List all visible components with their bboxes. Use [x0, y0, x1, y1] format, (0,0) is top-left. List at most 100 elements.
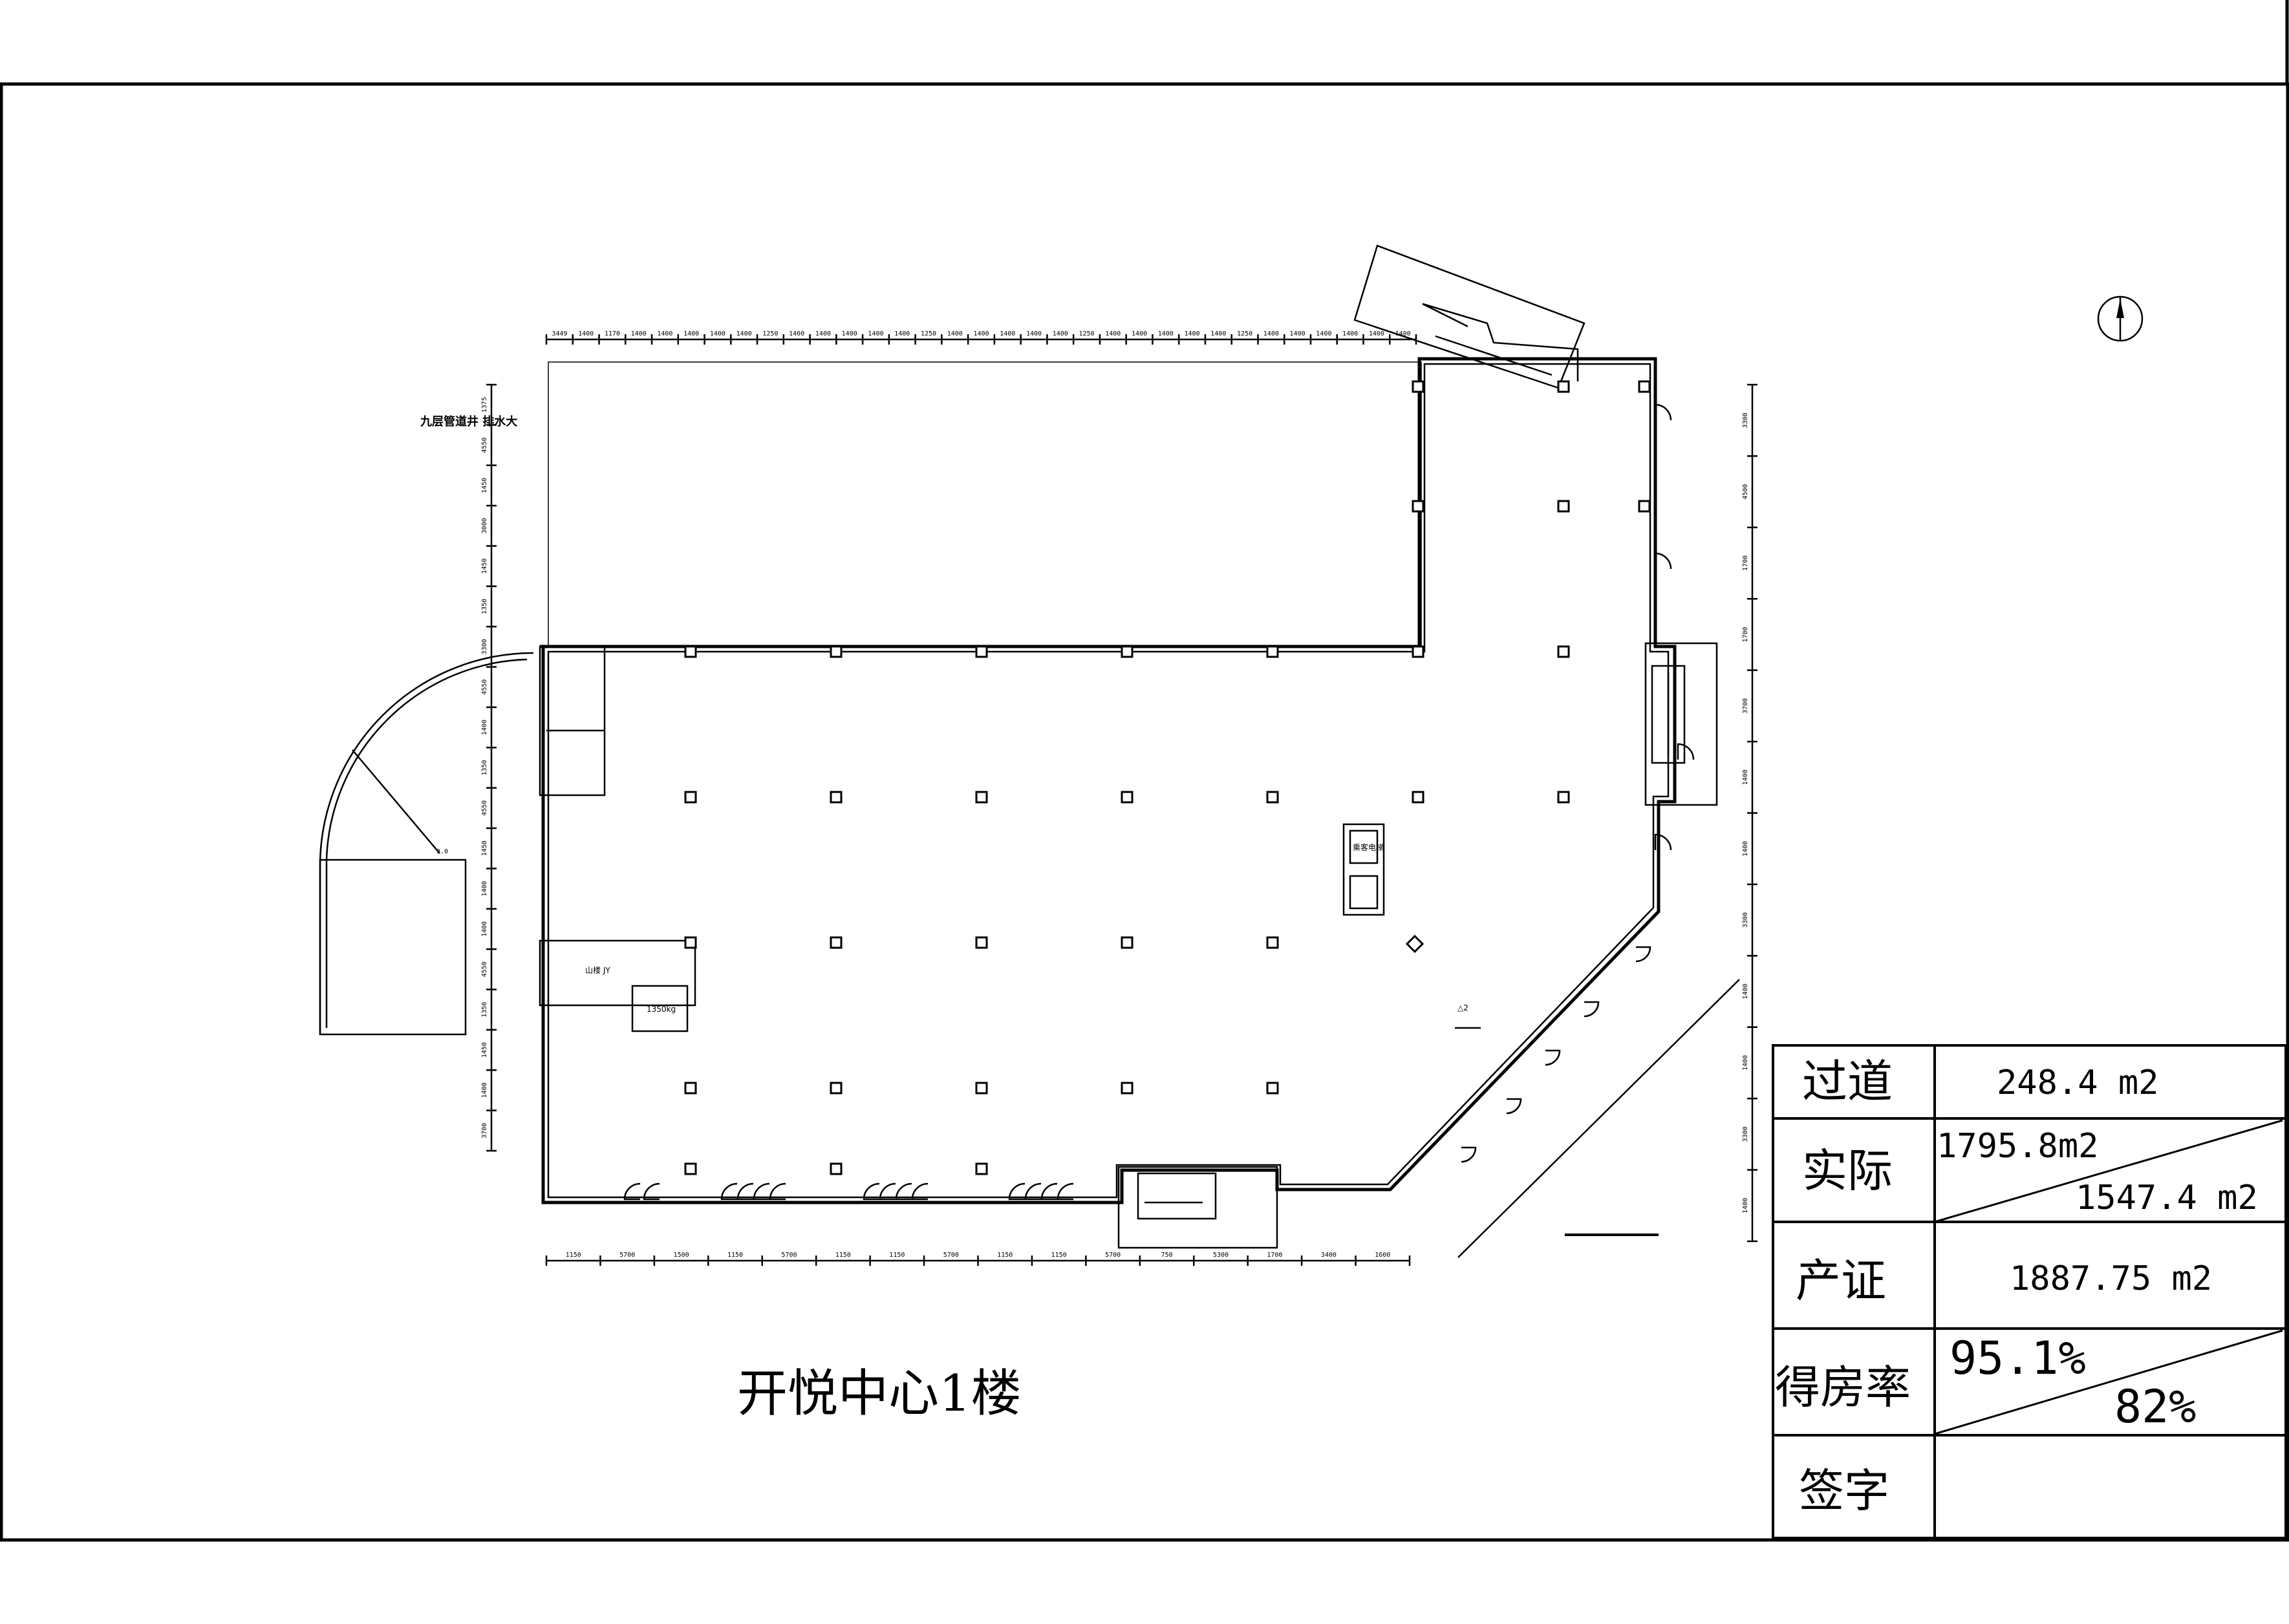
column: [1121, 1082, 1134, 1095]
door-swing: [879, 1182, 896, 1201]
door-swing: [1635, 946, 1651, 963]
dim-label: 5700: [943, 1252, 959, 1259]
angled-wing: [1353, 244, 1585, 389]
row-label-signature: 签字: [1799, 1464, 1889, 1517]
dim-label: 1400: [481, 1082, 488, 1098]
dim-label: 1375: [481, 397, 488, 412]
door-swing: [1057, 1182, 1074, 1201]
dim-label: 1400: [657, 330, 672, 337]
dim-label: 5700: [619, 1252, 635, 1259]
row-label-certificate: 产证: [1796, 1254, 1886, 1307]
column: [975, 791, 988, 804]
dim-label: 1150: [1051, 1252, 1067, 1259]
dim-label: 4550: [481, 438, 488, 453]
columns: [684, 380, 1651, 1175]
column: [684, 1082, 697, 1095]
dim-label: 5700: [781, 1252, 797, 1259]
dim-label: 1400: [1158, 330, 1174, 337]
diamond-marker: [1405, 934, 1424, 954]
column: [830, 1162, 843, 1175]
column: [1412, 791, 1424, 804]
door-swing: [1584, 1001, 1600, 1018]
column: [684, 1162, 697, 1175]
dim-label: 1400: [736, 330, 752, 337]
door-swing: [736, 1182, 754, 1201]
dim-label: 1700: [1742, 626, 1749, 642]
dim-label: 3700: [481, 1123, 488, 1138]
dim-label: 1400: [683, 330, 699, 337]
column: [1557, 500, 1570, 513]
dim-label: 1250: [1237, 330, 1252, 337]
dim-label: 1150: [566, 1252, 581, 1259]
column: [975, 1082, 988, 1095]
dim-label: 3300: [1742, 412, 1749, 428]
dim-label: 1400: [894, 330, 910, 337]
dim-label: 3300: [481, 639, 488, 654]
column: [1266, 1082, 1279, 1095]
door-swing: [1654, 403, 1672, 421]
column: [684, 791, 697, 804]
dim-label: 1400: [1053, 330, 1068, 337]
upper-terrace-outline: [548, 361, 1422, 647]
door-swing: [895, 1182, 912, 1201]
dim-label: 1500: [674, 1252, 689, 1259]
dim-label: 1400: [1742, 1055, 1749, 1071]
column: [1266, 645, 1279, 658]
column: [1412, 380, 1424, 393]
column: [1638, 380, 1651, 393]
row-label-ratio: 得房率: [1775, 1361, 1911, 1414]
sloped-dimension: [1457, 979, 1740, 1258]
column: [1121, 936, 1134, 949]
dim-label: 1400: [1395, 330, 1411, 337]
dim-label: 1400: [1369, 330, 1384, 337]
dim-label: 1400: [481, 720, 488, 735]
column: [1557, 645, 1570, 658]
door-swing: [1545, 1049, 1561, 1066]
diagonal-actual: [1934, 1119, 2283, 1223]
building-outline: [540, 357, 1677, 1204]
building-outline-inner: [547, 363, 1670, 1199]
dim-label: 1150: [889, 1252, 905, 1259]
dim-label: 1400: [1290, 330, 1306, 337]
column: [1121, 791, 1134, 804]
column: [830, 936, 843, 949]
door-swing: [863, 1182, 880, 1201]
dim-label: 1250: [921, 330, 936, 337]
column: [1266, 936, 1279, 949]
dim-label: 1450: [481, 840, 488, 856]
door-swing: [753, 1182, 770, 1201]
dimension-left: 1375455014503000145013503300455014001350…: [481, 383, 497, 1152]
dim-label: 1700: [1742, 555, 1749, 571]
dim-label: 1400: [947, 330, 963, 337]
stair-left: [539, 645, 606, 796]
dim-label: 1400: [1000, 330, 1015, 337]
column: [1412, 645, 1424, 658]
column: [1638, 500, 1651, 513]
column: [684, 645, 697, 658]
drawing-frame: [0, 82, 2289, 1542]
dim-label: 1400: [578, 330, 594, 337]
dim-label: 1400: [789, 330, 804, 337]
dim-label: 3300: [1742, 1126, 1749, 1142]
level-marker: △2: [1457, 1003, 1468, 1012]
dim-label: 3449: [552, 330, 567, 337]
dim-label: 1400: [868, 330, 883, 337]
dim-label: 5300: [1213, 1252, 1229, 1259]
dim-label: 3000: [481, 518, 488, 533]
door-swing: [911, 1182, 929, 1201]
left-room: 山楼 JY 1350kg: [539, 939, 696, 1032]
elevator-core: 乘客电梯: [1342, 823, 1385, 916]
dim-label: 4550: [481, 679, 488, 695]
column: [975, 645, 988, 658]
dim-label: 1400: [1105, 330, 1121, 337]
column: [975, 1162, 988, 1175]
dim-label: 1400: [1026, 330, 1042, 337]
arc-label: 3.0: [436, 848, 448, 855]
dim-label: 1400: [1132, 330, 1147, 337]
dim-label: 1400: [1316, 330, 1331, 337]
column: [975, 936, 988, 949]
drawing-title: 开悦中心1楼: [737, 1365, 1022, 1423]
